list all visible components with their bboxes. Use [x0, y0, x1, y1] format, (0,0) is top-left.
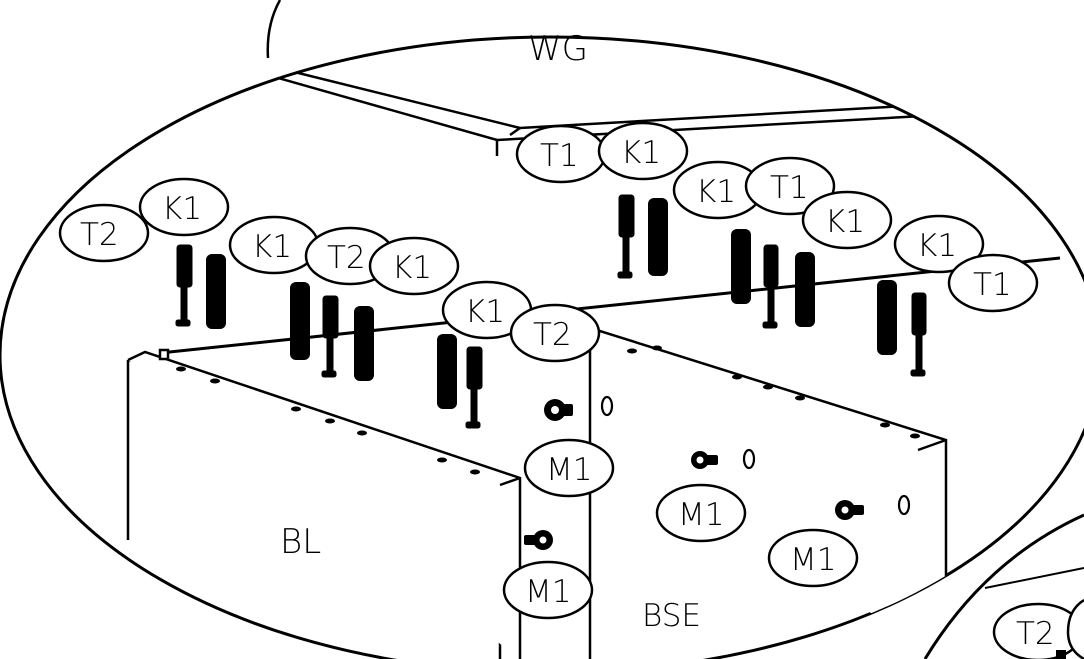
callout-k1-mid-right: K1 — [825, 204, 865, 240]
callout-t2-left: T2 — [80, 217, 119, 253]
callout-m1-c: M1 — [790, 542, 836, 578]
inset-detail — [923, 513, 1084, 659]
callout-k1-center-a: K1 — [252, 229, 292, 265]
callout-k1-mid-left: K1 — [696, 174, 736, 210]
callout-k1-right: K1 — [917, 228, 957, 264]
callout-k1-center-b: K1 — [392, 250, 432, 286]
callout-t2-inset: T2 — [1016, 616, 1055, 652]
dowel-holes — [600, 395, 911, 516]
callout-t2-center: T2 — [327, 240, 366, 276]
panel-label-wg: WG — [528, 29, 588, 69]
callout-shapes — [58, 121, 1039, 620]
callout-m1-d: M1 — [525, 574, 571, 610]
callout-k1-front: K1 — [465, 294, 505, 330]
panel-label-bl: BL — [280, 522, 321, 562]
panel-label-bse: BSE — [642, 598, 701, 634]
panel-bl-holes — [176, 366, 480, 475]
callout-m1-b: M1 — [678, 497, 724, 533]
dowels — [206, 198, 897, 409]
callout-t1-mid: T1 — [770, 170, 809, 206]
callout-t1-top: T1 — [540, 138, 579, 174]
callout-k1-left: K1 — [162, 191, 202, 227]
callout-t2-front: T2 — [533, 317, 572, 353]
callout-k1-top: K1 — [621, 135, 661, 171]
callout-m1-a: M1 — [546, 452, 592, 488]
cam-lock-fittings — [524, 399, 864, 550]
bolts — [175, 194, 927, 429]
panel-bse-holes — [627, 345, 920, 439]
callout-t1-right: T1 — [973, 267, 1012, 303]
